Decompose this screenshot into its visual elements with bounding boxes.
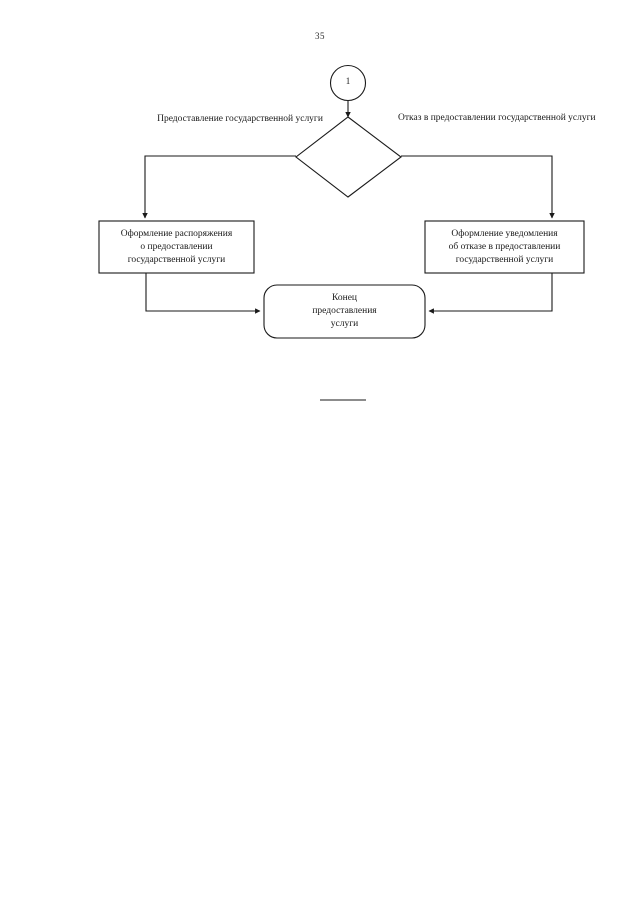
edge-process-left-to-terminal [145, 273, 261, 314]
branch-label-left-line1: Предоставление [157, 114, 224, 124]
terminal-line2: предоставления [312, 306, 377, 316]
edge-decision-to-process-left [142, 155, 296, 219]
edge-process-right-to-terminal [428, 273, 553, 314]
page-number: 35 [315, 31, 325, 41]
branch-label-right-line2: государственной услуги [498, 113, 596, 123]
process-box-right [424, 220, 585, 274]
branch-label-left-line2: государственной услуги [225, 114, 323, 124]
process-box-left [98, 220, 255, 274]
off-page-connector-label: 1 [345, 76, 351, 86]
terminal-line3: услуги [330, 319, 359, 329]
branch-label-left: Предоставление государственной услуги [140, 113, 340, 126]
branch-label-right-line1: Отказ в предоставлении [398, 113, 496, 123]
process-box-right-text: Оформление уведомления об отказе в предо… [426, 222, 583, 272]
terminal-box-end [263, 284, 426, 339]
terminal-box-text: Конец предоставления услуги [265, 286, 424, 337]
process-box-left-text: Оформление распоряжения о предоставлении… [100, 222, 253, 272]
process-left-line2: о предоставлении [140, 241, 213, 252]
edge-decision-to-process-right [401, 155, 555, 219]
process-left-line1: Оформление распоряжения [120, 228, 233, 239]
process-right-line3: государственной услуги [455, 254, 554, 265]
branch-label-right: Отказ в предоставлении государственной у… [398, 112, 598, 125]
process-right-line1: Оформление уведомления [451, 228, 558, 239]
terminal-line1: Конец [332, 293, 357, 303]
process-right-line2: об отказе в предоставлении [448, 241, 561, 252]
decision-diamond [295, 116, 402, 198]
process-left-line3: государственной услуги [127, 254, 226, 265]
